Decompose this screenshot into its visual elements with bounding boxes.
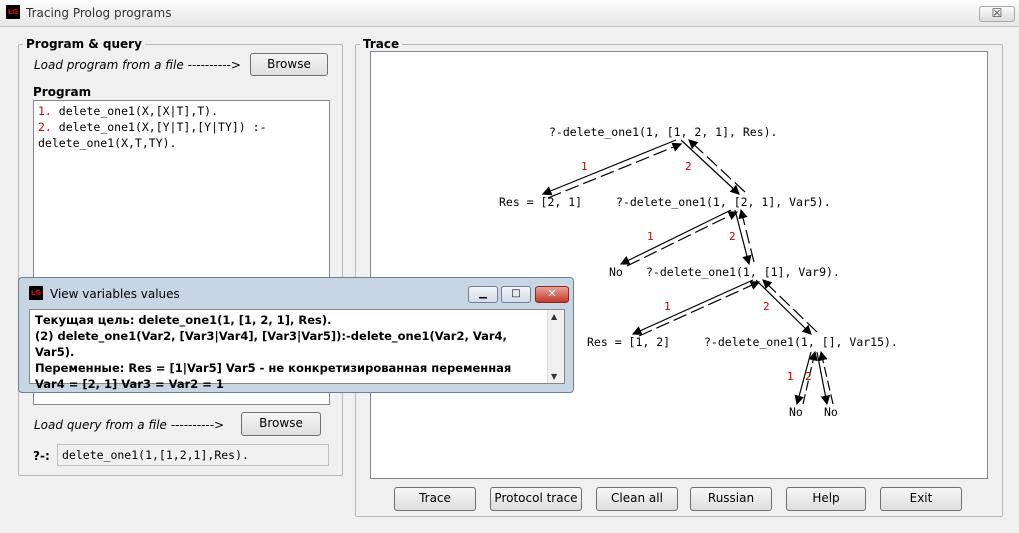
- clean-all-button[interactable]: Clean all: [596, 487, 678, 511]
- trace-node-root: ?-delete_one1(1, [1, 2, 1], Res).: [549, 125, 778, 139]
- edge-l4-2: [816, 351, 831, 406]
- popup-title: View variables values: [50, 287, 180, 301]
- program-line-text: delete_one1(X,[X|T],T).: [51, 104, 219, 118]
- trace-canvas[interactable]: ?-delete_one1(1, [1, 2, 1], Res). Res = …: [370, 51, 988, 479]
- program-line: 2. delete_one1(X,[Y|T],[Y|TY]) :-: [38, 119, 325, 135]
- trace-tree-svg: [541, 139, 834, 406]
- window-title: Tracing Prolog programs: [26, 6, 172, 20]
- popup-minimize-button[interactable]: ▁: [468, 286, 498, 303]
- trace-edge-label: 2: [763, 300, 770, 313]
- program-query-legend: Program & query: [26, 37, 142, 51]
- program-line-number: 2.: [38, 120, 52, 134]
- edge-root-1: [541, 139, 677, 196]
- trace-node-no3: No: [824, 405, 838, 419]
- trace-node-l2: ?-delete_one1(1, [2, 1], Var5).: [616, 195, 831, 209]
- trace-node-l3: ?-delete_one1(1, [1], Var9).: [646, 265, 840, 279]
- title-bar: LG Tracing Prolog programs ☒: [0, 0, 1019, 27]
- popup-line: Текущая цель: delete_one1(1, [1, 2, 1], …: [35, 313, 332, 327]
- popup-close-button[interactable]: ✕: [535, 286, 569, 303]
- popup-line: (2) delete_one1(Var2, [Var3|Var4], [Var3…: [35, 329, 507, 359]
- popup-maximize-button[interactable]: □: [501, 286, 531, 303]
- program-query-group: Program & query: [18, 37, 343, 476]
- scroll-down-icon[interactable]: ▼: [551, 372, 558, 381]
- trace-edge-label: 1: [647, 230, 654, 243]
- query-prompt-label: ?-:: [33, 449, 50, 463]
- app-icon: LG: [6, 5, 20, 19]
- popup-line: Var4 = [2, 1] Var3 = Var2 = 1: [35, 377, 224, 391]
- window-close-button[interactable]: ☒: [979, 6, 1015, 22]
- edge-l4-1-back: [802, 350, 818, 405]
- trace-edge-label: 2: [729, 230, 736, 243]
- edge-l2-2-back: [738, 208, 755, 263]
- trace-edge-label: 2: [805, 370, 812, 383]
- russian-button[interactable]: Russian: [690, 487, 772, 511]
- trace-button[interactable]: Trace: [394, 487, 476, 511]
- load-program-label: Load program from a file ---------->: [34, 58, 241, 72]
- trace-node-res2: Res = [1, 2]: [587, 335, 671, 349]
- query-input[interactable]: delete_one1(1,[1,2,1],Res).: [57, 444, 329, 466]
- popup-text: Текущая цель: delete_one1(1, [1, 2, 1], …: [35, 312, 545, 392]
- program-line-number: 1.: [38, 104, 52, 118]
- browse-query-button[interactable]: Browse: [241, 412, 321, 436]
- trace-node-no1: No: [609, 265, 623, 279]
- trace-edge-label: 1: [787, 370, 794, 383]
- trace-edge-label: 1: [581, 160, 588, 173]
- trace-edge-label: 2: [685, 160, 692, 173]
- load-query-label: Load query from a file ---------->: [34, 418, 225, 432]
- edge-l3-1-back: [638, 281, 761, 337]
- program-line: 1. delete_one1(X,[X|T],T).: [38, 103, 325, 119]
- program-line-text: delete_one1(X,[Y|T],[Y|TY]) :-: [51, 120, 267, 134]
- program-line-text: delete_one1(X,T,TY).: [38, 136, 177, 150]
- popup-scrollbar[interactable]: ▲ ▼: [547, 310, 564, 383]
- edge-l2-1-back: [626, 211, 739, 267]
- edge-l4-2-back: [818, 350, 834, 405]
- edge-root-2-back: [688, 139, 746, 193]
- trace-node-l4: ?-delete_one1(1, [], Var15).: [704, 335, 898, 349]
- edge-l3-1: [631, 279, 754, 335]
- protocol-trace-button[interactable]: Protocol trace: [490, 487, 582, 511]
- trace-node-res1: Res = [2, 1]: [499, 195, 583, 209]
- help-button[interactable]: Help: [786, 487, 866, 511]
- browse-program-button[interactable]: Browse: [250, 53, 328, 76]
- popup-app-icon: LG: [29, 286, 43, 300]
- trace-node-no2: No: [789, 405, 803, 419]
- trace-edge-label: 1: [664, 300, 671, 313]
- program-label: Program: [33, 85, 92, 99]
- popup-line: Переменные: Res = [1|Var5] Var5 - не кон…: [35, 361, 512, 375]
- view-variables-window[interactable]: LG View variables values ▁ □ ✕ Текущая ц…: [18, 277, 574, 393]
- scroll-up-icon[interactable]: ▲: [551, 312, 558, 321]
- edge-root-1-back: [547, 142, 683, 199]
- edge-l2-2: [734, 209, 752, 266]
- program-line: delete_one1(X,T,TY).: [38, 135, 325, 151]
- edge-l2-1: [619, 209, 732, 265]
- trace-legend: Trace: [363, 37, 400, 51]
- exit-button[interactable]: Exit: [880, 487, 962, 511]
- edge-l3-2-back: [762, 279, 818, 333]
- popup-text-area[interactable]: Текущая цель: delete_one1(1, [1, 2, 1], …: [29, 309, 565, 391]
